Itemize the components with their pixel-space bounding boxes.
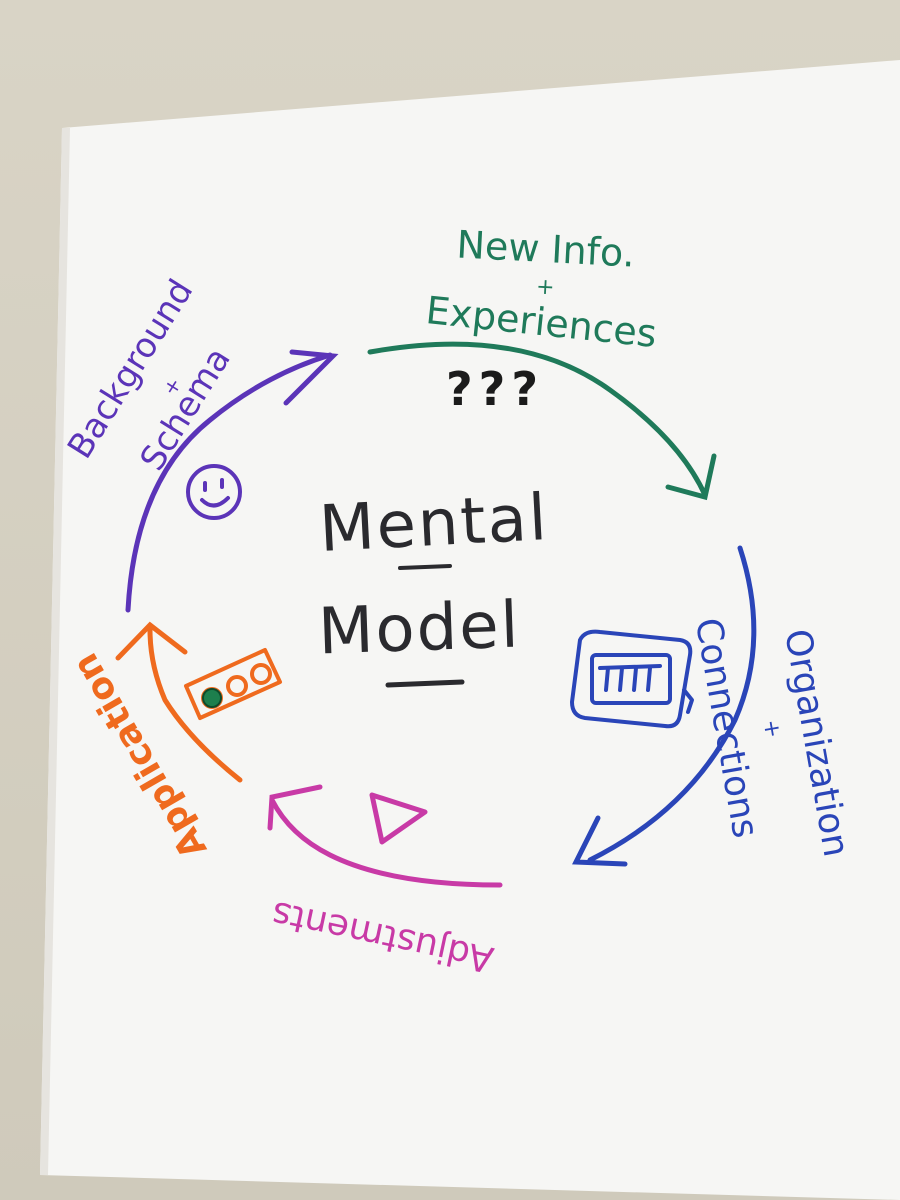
arrow-background <box>125 349 339 613</box>
smiley-face-icon <box>186 464 242 520</box>
arrow-organization <box>572 545 757 867</box>
title-mental: Mental <box>317 481 550 567</box>
title-model: Model <box>317 589 522 670</box>
dashboard-card-icon <box>570 629 694 729</box>
arrow-new-info <box>367 341 717 501</box>
new-info-plus: + <box>535 275 555 301</box>
center-title: Mental Model <box>317 481 550 688</box>
organization-plus: + <box>757 718 785 740</box>
play-triangle-icon <box>369 792 428 845</box>
title-underline-nt <box>398 564 452 570</box>
paper-shadow <box>40 128 70 1175</box>
sticker-dot <box>202 688 222 708</box>
chart-paper <box>40 60 900 1200</box>
arrow-adjustments <box>267 784 503 888</box>
title-underline-bottom <box>385 679 465 688</box>
new-info-line1: New Info. <box>456 222 636 275</box>
new-info-marks: ??? <box>446 362 544 416</box>
arrow-application <box>115 621 243 783</box>
